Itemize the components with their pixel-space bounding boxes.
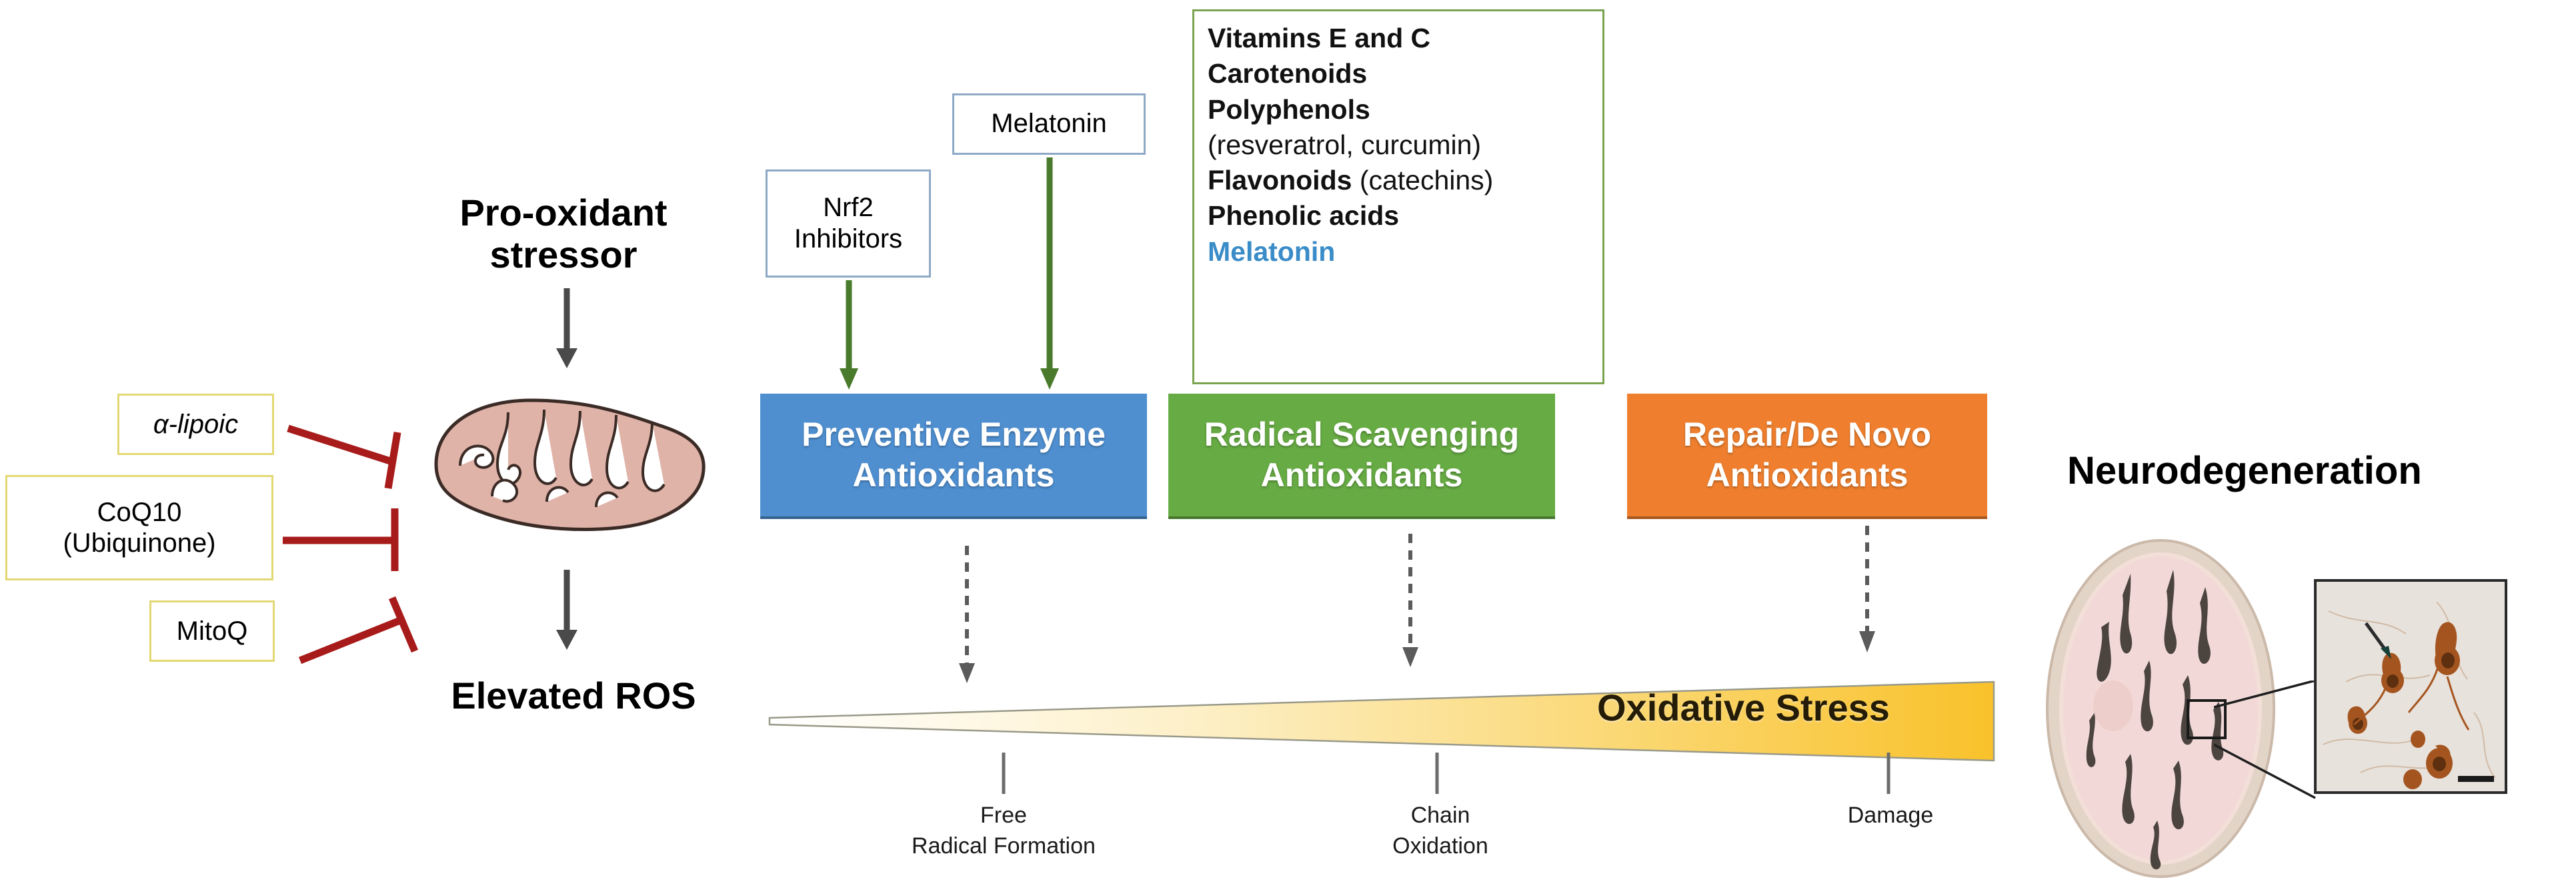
- nrf2-inhibitors-label: Nrf2 Inhibitors: [794, 192, 903, 254]
- category-label: Radical Scavenging Antioxidants: [1204, 416, 1520, 494]
- stage-tick-free-radical: [1002, 753, 1006, 794]
- stage-label-free-radical-formation: Free Radical Formation: [912, 803, 1096, 859]
- oxidative-stress-wedge: [768, 681, 1995, 762]
- category-box-radical-scavenging[interactable]: Radical Scavenging Antioxidants: [1168, 394, 1555, 519]
- melatonin-box[interactable]: Melatonin: [952, 93, 1146, 155]
- category-label: Preventive Enzyme Antioxidants: [802, 416, 1106, 494]
- antioxidant-list-item-lead: Flavonoids: [1208, 165, 1352, 196]
- arrow-nrf2-to-preventive: [840, 280, 858, 390]
- category-label: Repair/De Novo Antioxidants: [1682, 416, 1932, 494]
- inhibitor-label: MitoQ: [176, 616, 248, 646]
- arrow-mitochondrion-to-ros: [556, 570, 577, 650]
- category-box-preventive-enzyme[interactable]: Preventive Enzyme Antioxidants: [760, 394, 1147, 519]
- antioxidant-list-item: Flavonoids (catechins): [1208, 163, 1590, 198]
- antioxidant-list-item: Vitamins E and C: [1208, 23, 1431, 53]
- dashed-arrow-radical: [1402, 534, 1418, 667]
- nrf2-inhibitors-box[interactable]: Nrf2 Inhibitors: [766, 169, 931, 278]
- pro-oxidant-stressor-label: Pro-oxidant stressor: [459, 191, 668, 276]
- elevated-ros-label: Elevated ROS: [451, 675, 696, 717]
- antioxidant-list-item-tail: (catechins): [1352, 165, 1494, 196]
- inhibitor-label: α-lipoic: [153, 410, 239, 439]
- stage-label-damage: Damage: [1847, 803, 1934, 828]
- neurodegeneration-title: Neurodegeneration: [2067, 449, 2422, 492]
- inset-leader-lines: [2214, 681, 2316, 799]
- antioxidant-list-item: Phenolic acids: [1208, 200, 1400, 232]
- antioxidant-list-box: Vitamins E and C Carotenoids Polyphenols…: [1192, 9, 1604, 384]
- brain-section-image: [2046, 539, 2275, 878]
- arrow-stressor-to-mitochondrion: [556, 288, 577, 368]
- antioxidant-list-item: (resveratrol, curcumin): [1208, 129, 1482, 160]
- arrow-melatonin-to-radical: [1040, 157, 1059, 390]
- melatonin-label: Melatonin: [991, 109, 1107, 139]
- inhibitor-box-coq10[interactable]: CoQ10 (Ubiquinone): [5, 475, 273, 580]
- antioxidant-list-item: Carotenoids: [1208, 58, 1368, 89]
- histology-inset-panel: [2314, 579, 2507, 794]
- category-box-repair-de-novo[interactable]: Repair/De Novo Antioxidants: [1627, 394, 1987, 519]
- stage-tick-damage: [1886, 753, 1890, 794]
- inhibitor-box-mitoq[interactable]: MitoQ: [149, 600, 275, 662]
- inhibitor-label: CoQ10 (Ubiquinone): [63, 498, 216, 558]
- antioxidant-list-item-melatonin: Melatonin: [1208, 236, 1336, 267]
- oxidative-stress-label: Oxidative Stress: [1597, 687, 1890, 729]
- dashed-arrow-preventive: [959, 546, 975, 683]
- dashed-arrow-repair: [1859, 526, 1875, 652]
- inhibitor-box-alpha-lipoic[interactable]: α-lipoic: [117, 394, 274, 455]
- stage-tick-chain-oxidation: [1435, 753, 1439, 794]
- antioxidant-list-item: Polyphenols: [1208, 93, 1370, 125]
- mitochondrion-icon: [434, 398, 706, 532]
- stage-label-chain-oxidation: Chain Oxidation: [1392, 803, 1488, 859]
- inhibition-arrows: [283, 424, 419, 664]
- scale-bar: [2458, 776, 2494, 782]
